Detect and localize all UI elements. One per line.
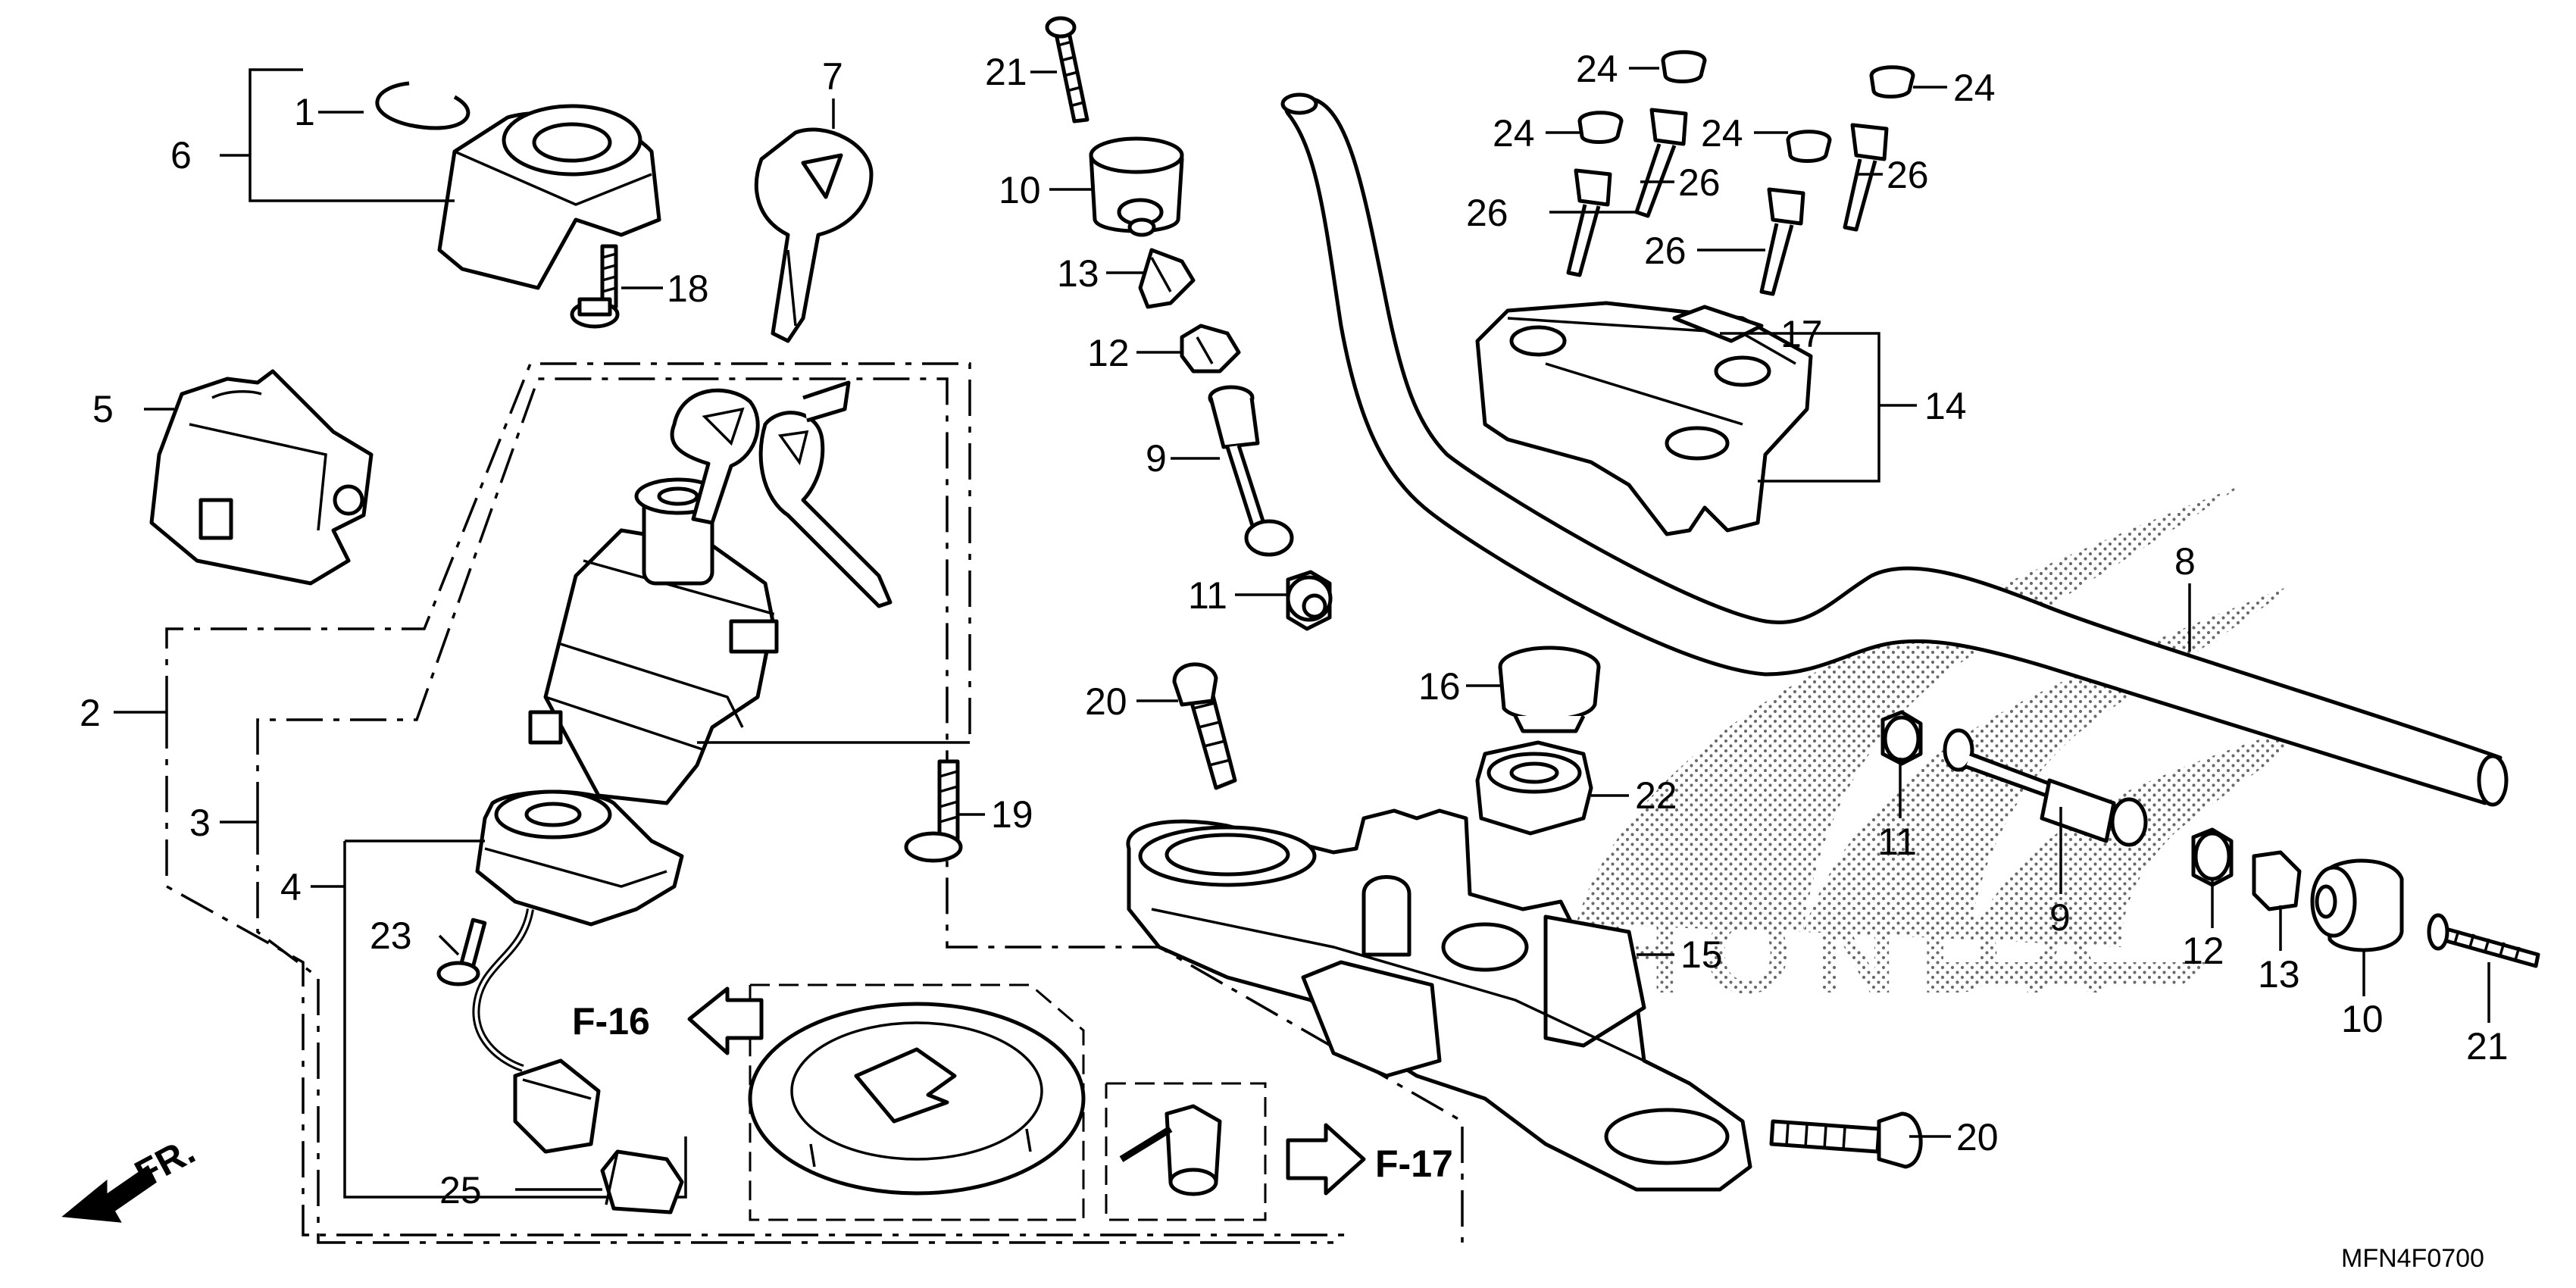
callout-21-upper: 21 [985, 51, 1027, 93]
front-direction-arrow [61, 1165, 157, 1223]
callout-24-a: 24 [1576, 48, 1618, 90]
part-26-bolt-a [1634, 108, 1688, 218]
callout-10-lower: 10 [2341, 998, 2384, 1040]
part-21-screw-lower [2427, 913, 2540, 968]
part-11-nut-upper [1286, 570, 1333, 631]
part-24-cap-a [1661, 50, 1707, 83]
callout-13-upper: 13 [1057, 252, 1099, 295]
part-1-snap-ring [375, 81, 470, 130]
part-15-top-bridge [1126, 808, 1752, 1192]
callout-20-upper: 20 [1085, 680, 1127, 723]
honda-watermark-text: HONDA [1599, 889, 2129, 1017]
drawing-code: MFN4F0700 [2341, 1244, 2484, 1273]
part-22-stem-nut [1475, 740, 1593, 836]
part-26-bolt-b [1566, 168, 1612, 277]
part-25-connector-cap [600, 1149, 684, 1215]
callout-labels: 1 6 18 7 5 2 3 4 23 25 19 21 10 13 12 9 … [80, 48, 2509, 1211]
part-12-rubber-lower [2191, 827, 2234, 887]
part-21-screw-upper [1045, 16, 1089, 123]
lock-reference [1105, 1082, 1267, 1221]
callout-24-c: 24 [1701, 112, 1743, 155]
part-20-bolt-lower [1769, 1111, 1923, 1169]
part-13-collar-upper [1138, 248, 1196, 309]
part-24-cap-c [1786, 130, 1832, 163]
leader-lines [114, 67, 2490, 1191]
part-11-nut-lower [1880, 710, 1923, 766]
part-10-bar-end-weight-upper [1089, 136, 1184, 237]
fuel-cap-reference [748, 983, 1086, 1221]
part-18-screw [570, 244, 620, 329]
callout-19: 19 [991, 793, 1033, 836]
callout-3: 3 [189, 802, 211, 844]
callout-20-lower: 20 [1956, 1116, 1999, 1158]
callout-8: 8 [2174, 540, 2196, 583]
part-5-bracket [149, 369, 374, 586]
callout-11-lower: 11 [1877, 821, 1917, 863]
callout-14: 14 [1924, 385, 1967, 427]
ignition-switch-body [528, 477, 779, 805]
ignition-keys-pair [670, 380, 893, 608]
callout-13-lower: 13 [2258, 953, 2300, 996]
callout-26-d: 26 [1887, 154, 1929, 196]
part-4-switch-unit [475, 789, 684, 927]
callout-16: 16 [1418, 665, 1461, 708]
assembly-2-frame-bottom [165, 712, 1349, 1236]
callout-22: 22 [1635, 774, 1677, 817]
callout-21-lower: 21 [2466, 1025, 2509, 1068]
part-14-handlebar-holder [1475, 301, 1813, 536]
callout-11-upper: 11 [1188, 574, 1227, 617]
part-20-bolt-upper [1172, 662, 1237, 790]
callout-12-upper: 12 [1087, 332, 1130, 374]
callout-12-lower: 12 [2182, 930, 2224, 972]
callout-9-upper: 9 [1146, 437, 1167, 480]
part-24-cap-d [1869, 65, 1915, 98]
part-23-screw [436, 918, 487, 986]
callout-5: 5 [92, 388, 114, 430]
callout-2: 2 [80, 692, 101, 734]
callout-17: 17 [1780, 313, 1823, 355]
callout-18: 18 [667, 267, 709, 310]
f17-arrow[interactable] [1286, 1123, 1366, 1196]
part-24-cap-b [1577, 111, 1624, 144]
callout-1: 1 [294, 91, 315, 133]
callout-24-b: 24 [1493, 112, 1535, 155]
callout-15: 15 [1680, 933, 1723, 976]
switch-wire-harness [472, 908, 601, 1154]
part-8-handlebar [1280, 92, 2509, 807]
part-12-rubber-upper [1180, 324, 1241, 374]
callout-26-c: 26 [1644, 230, 1687, 272]
f16-arrow[interactable] [687, 986, 764, 1055]
callout-26-a: 26 [1466, 192, 1508, 234]
callout-4: 4 [280, 866, 302, 908]
part-7-key [755, 127, 874, 343]
part-6-switch-cover [437, 104, 661, 290]
callout-6: 6 [170, 134, 192, 177]
part-9-end-bolt-lower [1943, 728, 2148, 847]
callout-25: 25 [439, 1169, 482, 1211]
part-13-collar-lower [2252, 850, 2302, 911]
callout-7: 7 [822, 55, 843, 98]
callout-10-upper: 10 [999, 169, 1041, 211]
part-10-bar-end-weight-lower [2310, 858, 2404, 952]
part-26-bolt-d [1843, 123, 1889, 232]
part-9-end-bolt-upper [1208, 385, 1294, 557]
callout-23: 23 [370, 914, 412, 957]
part-26-bolt-c [1759, 187, 1805, 296]
assembly-2-frame [165, 362, 971, 742]
ref-f17-label[interactable]: F-17 [1375, 1143, 1453, 1185]
callout-9-lower: 9 [2049, 896, 2071, 939]
callout-26-b: 26 [1678, 161, 1721, 204]
part-19-screw [904, 759, 963, 863]
ref-f16-label[interactable]: F-16 [572, 1000, 650, 1043]
assembly-3-frame-bottom [256, 818, 1333, 1244]
assembly-4-frame [343, 841, 687, 1199]
callout-24-d: 24 [1953, 67, 1996, 109]
part-16-cap [1498, 646, 1601, 733]
